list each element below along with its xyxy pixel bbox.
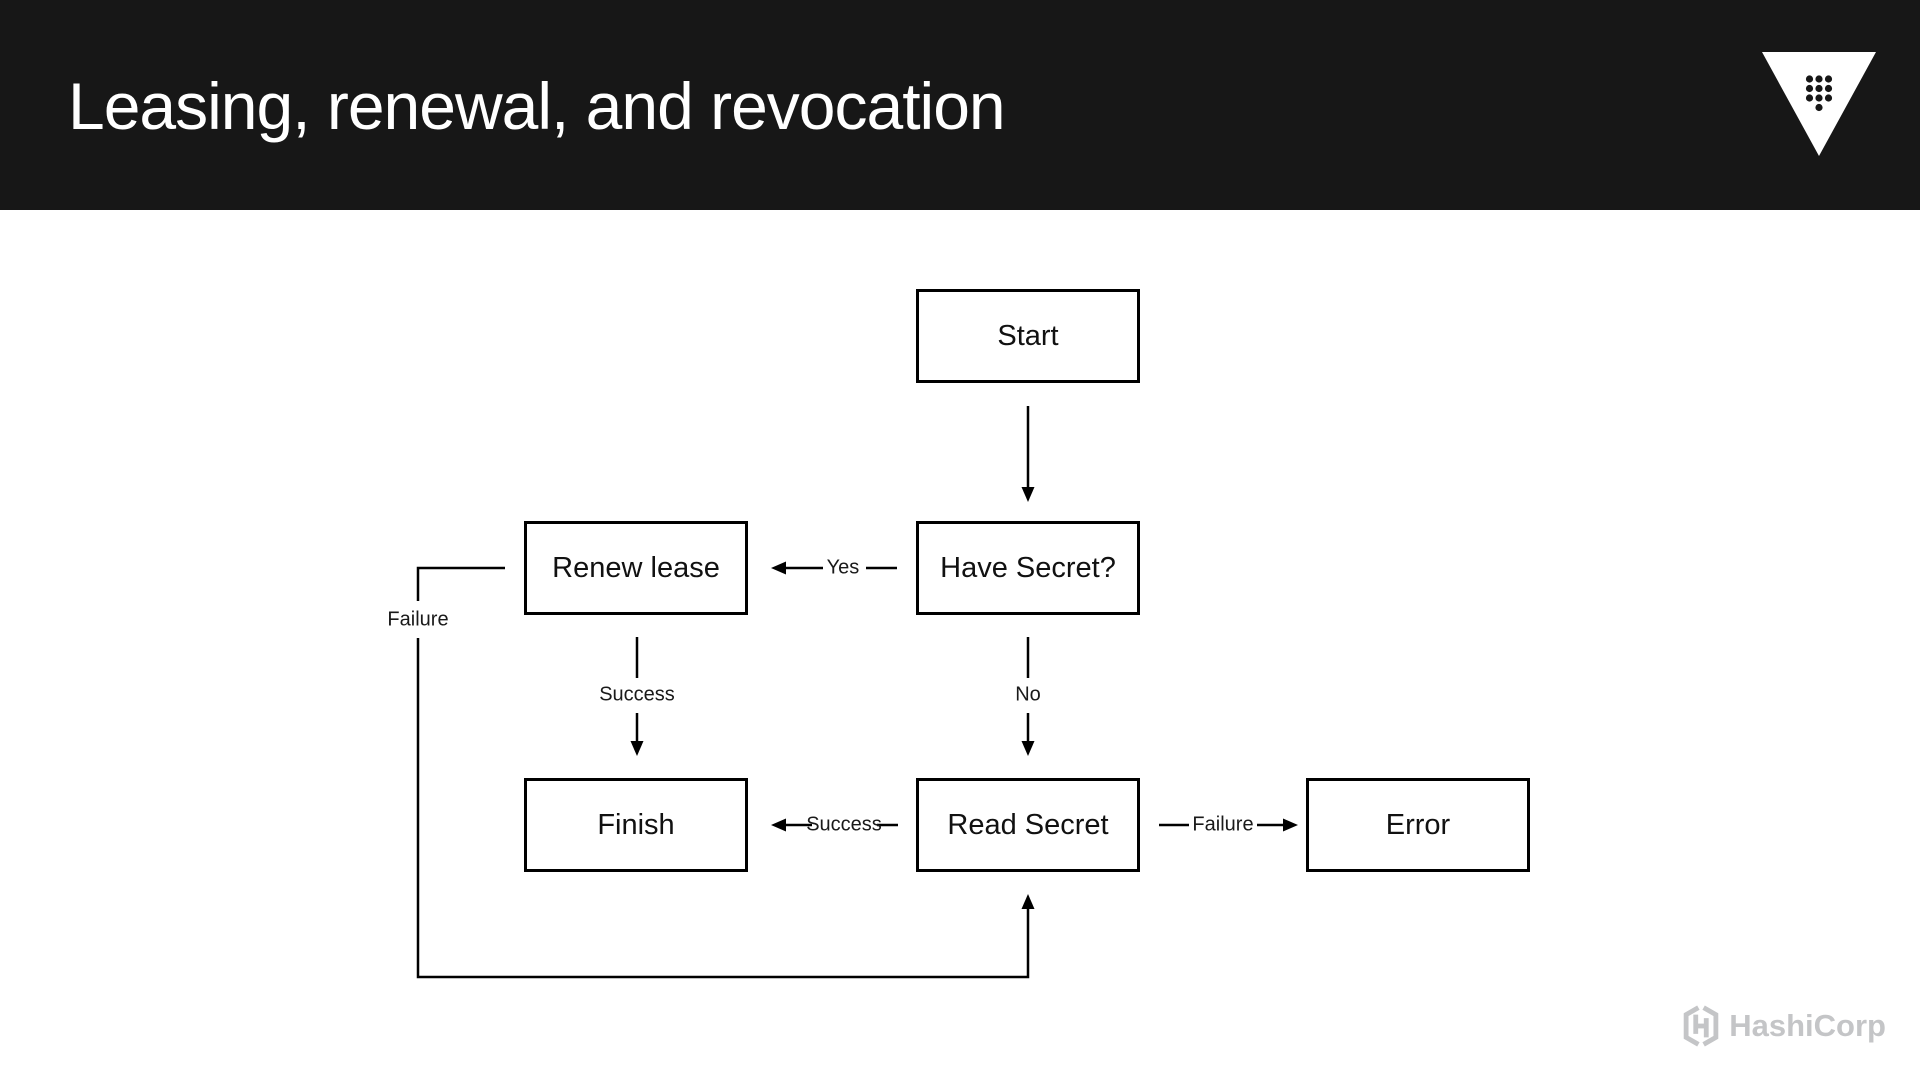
hashicorp-logo-icon [1683,1005,1719,1047]
node-finish: Finish [524,778,748,872]
edge-start-to-have-secret [1021,406,1035,502]
node-read-secret: Read Secret [916,778,1140,872]
slide-title: Leasing, renewal, and revocation [68,69,1006,143]
hashicorp-brand: HashiCorp [1680,1003,1886,1049]
slide-header: Leasing, renewal, and revocation [0,0,1920,210]
edge-label-success-renew: Success [599,683,675,706]
node-renew-lease: Renew lease [524,521,748,615]
edge-label-success-read: Success [806,813,882,836]
edge-label-no: No [1015,683,1041,706]
edge-renew-lease-to-read-secret-loop [416,566,1035,979]
node-have-secret: Have Secret? [916,521,1140,615]
edge-label-failure-read: Failure [1192,813,1254,836]
node-start: Start [916,289,1140,383]
node-error: Error [1306,778,1530,872]
edge-label-yes: Yes [826,556,860,579]
hashicorp-wordmark: HashiCorp [1729,1008,1886,1043]
edge-label-failure-loop: Failure [387,608,449,631]
vault-logo-icon [1762,52,1876,156]
